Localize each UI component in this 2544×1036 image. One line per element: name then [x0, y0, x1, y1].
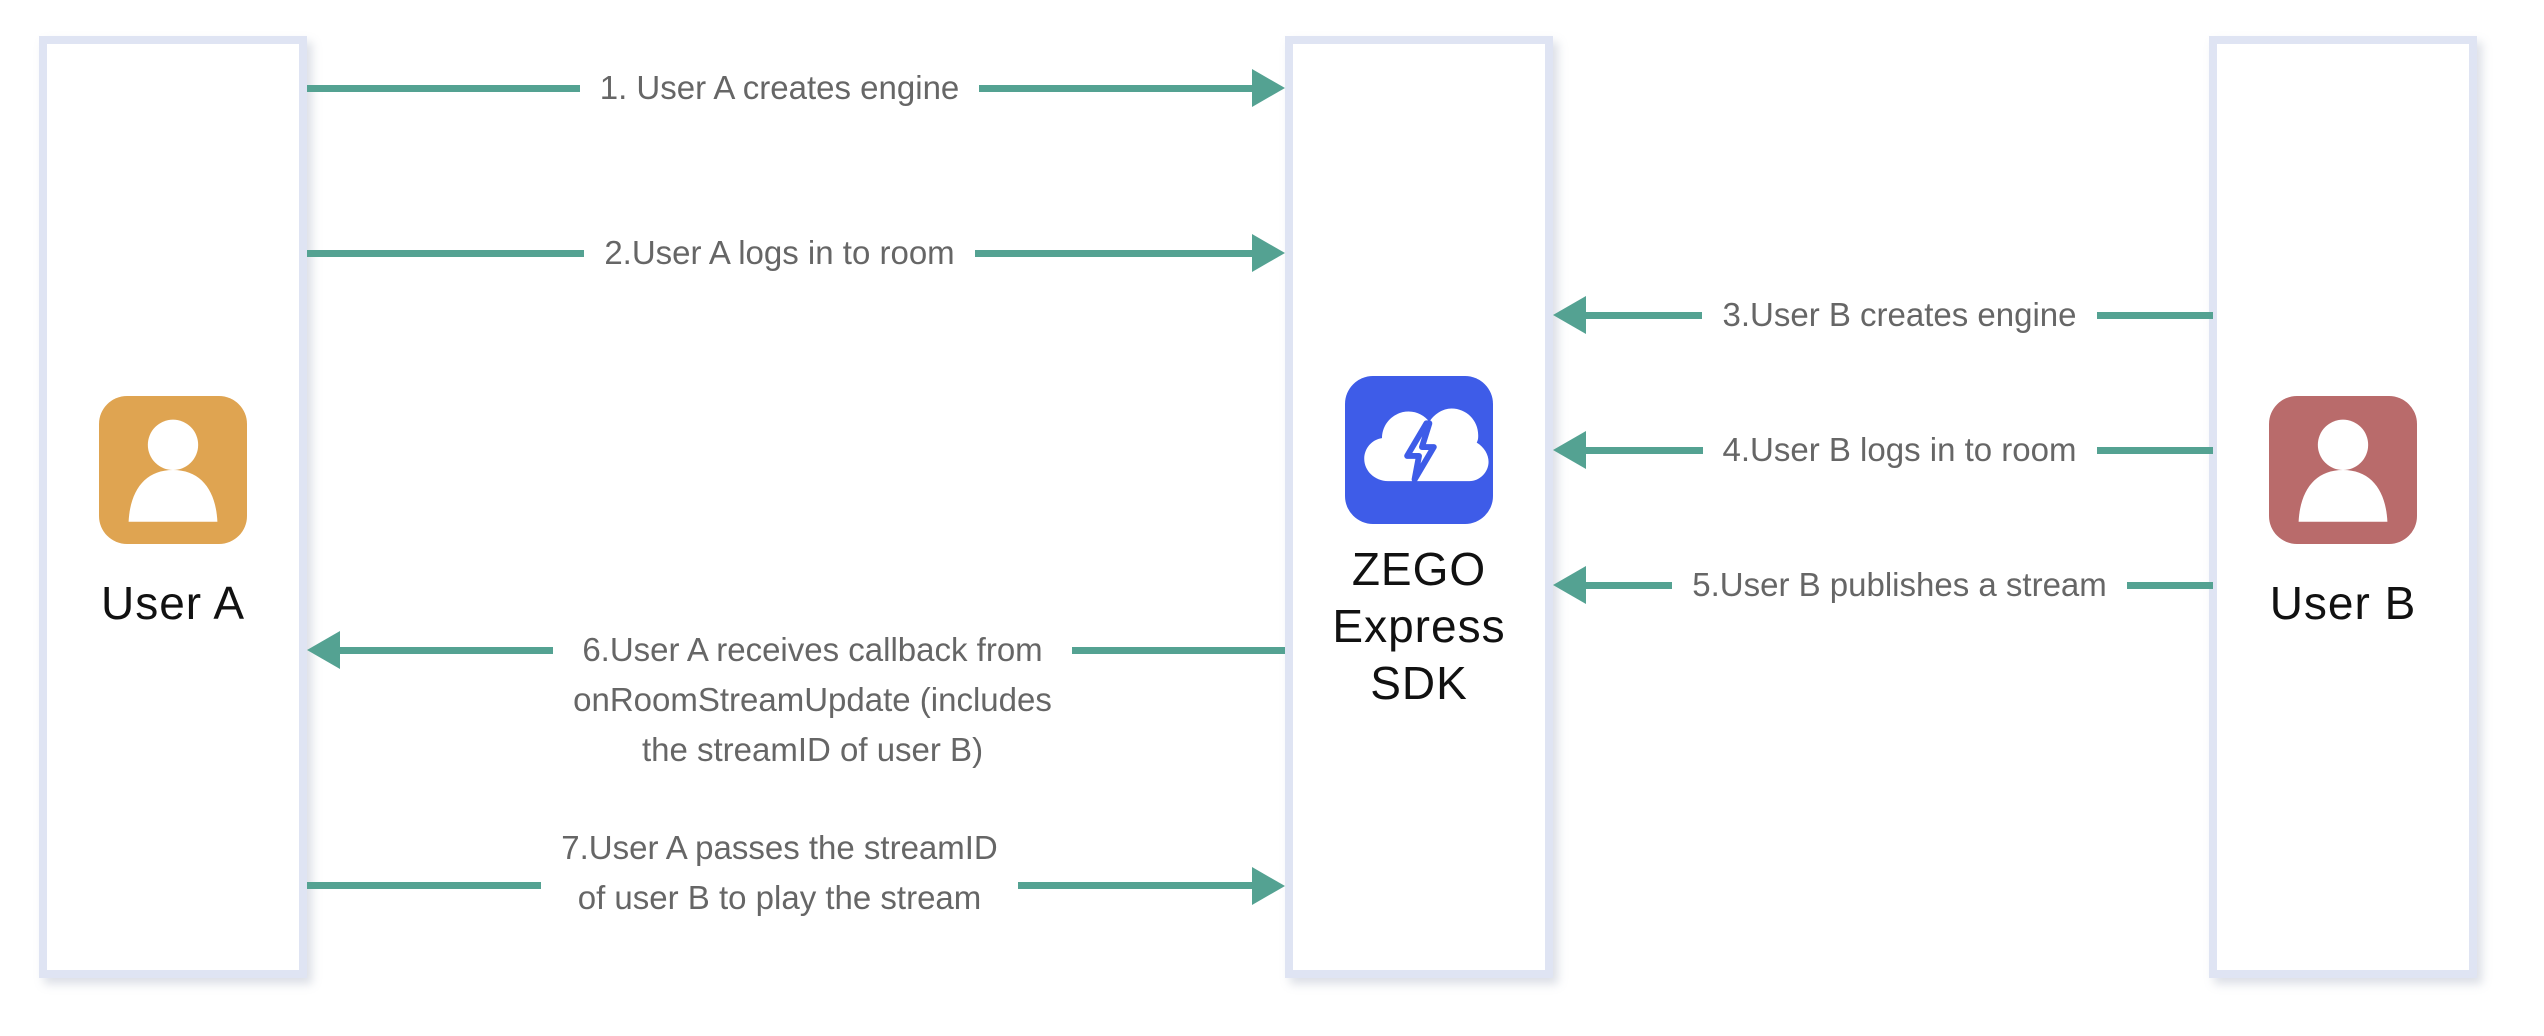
arrow-line: [1586, 311, 1703, 319]
message-line: 2.User A logs in to room: [604, 234, 955, 271]
arrow-line: [307, 249, 585, 257]
message-1-label: 1. User A creates engine: [600, 63, 960, 113]
message-line: 3.User B creates engine: [1722, 296, 2077, 333]
arrow-line: [2096, 311, 2213, 319]
message-line: 1. User A creates engine: [599, 69, 960, 106]
message-line: onRoomStreamUpdate (includes: [573, 681, 1052, 718]
arrow-line: [1071, 647, 1285, 654]
arrowhead-left: [1553, 296, 1586, 334]
user-a-person-icon: [99, 396, 247, 544]
arrow-line: [307, 84, 580, 92]
arrow-line: [2126, 581, 2214, 589]
arrow-line: [307, 882, 542, 889]
user-b-label: User B: [2269, 577, 2417, 629]
sdk-label-line: Express: [1332, 600, 1506, 652]
cloud-lightning-icon: [1345, 376, 1493, 524]
message-5: 5.User B publishes a stream: [1553, 552, 2214, 618]
message-line: 7.User A passes the streamID: [561, 829, 998, 866]
sdk-label-line: ZEGO: [1351, 543, 1487, 595]
arrow-line: [340, 647, 554, 654]
message-2: 2.User A logs in to room: [307, 220, 1285, 286]
message-1: 1. User A creates engine: [307, 55, 1285, 121]
message-2-label: 2.User A logs in to room: [604, 228, 954, 278]
message-7-label: 7.User A passes the streamID of user B t…: [561, 823, 998, 923]
message-4: 4.User B logs in to room: [1553, 417, 2214, 483]
user-a-label: User A: [100, 577, 246, 629]
arrow-line: [974, 249, 1252, 257]
message-line: of user B to play the stream: [577, 879, 982, 916]
arrow-line: [1586, 581, 1673, 589]
message-4-label: 4.User B logs in to room: [1723, 425, 2077, 475]
message-7: 7.User A passes the streamID of user B t…: [307, 823, 1285, 923]
message-3-label: 3.User B creates engine: [1722, 290, 2076, 340]
arrowhead-right: [1252, 234, 1285, 272]
message-line: 5.User B publishes a stream: [1692, 566, 2107, 603]
message-line: 6.User A receives callback from: [582, 631, 1043, 668]
arrowhead-right: [1252, 69, 1285, 107]
user-b-person-icon: [2269, 396, 2417, 544]
message-6: 6.User A receives callback from onRoomSt…: [307, 625, 1285, 775]
arrow-line: [979, 84, 1252, 92]
message-5-label: 5.User B publishes a stream: [1692, 560, 2107, 610]
sdk-label-line: SDK: [1370, 657, 1468, 709]
message-line: 4.User B logs in to room: [1722, 431, 2077, 468]
arrow-line: [2096, 446, 2214, 454]
message-6-label: 6.User A receives callback from onRoomSt…: [573, 625, 1052, 775]
arrowhead-right: [1252, 867, 1285, 905]
arrowhead-left: [307, 631, 340, 669]
arrow-line: [1017, 882, 1252, 889]
arrow-line: [1586, 446, 1703, 454]
arrowhead-left: [1553, 431, 1586, 469]
message-line: the streamID of user B): [641, 731, 984, 768]
message-3: 3.User B creates engine: [1553, 282, 2213, 348]
sdk-label: ZEGO Express SDK: [1285, 541, 1553, 712]
arrowhead-left: [1553, 566, 1586, 604]
